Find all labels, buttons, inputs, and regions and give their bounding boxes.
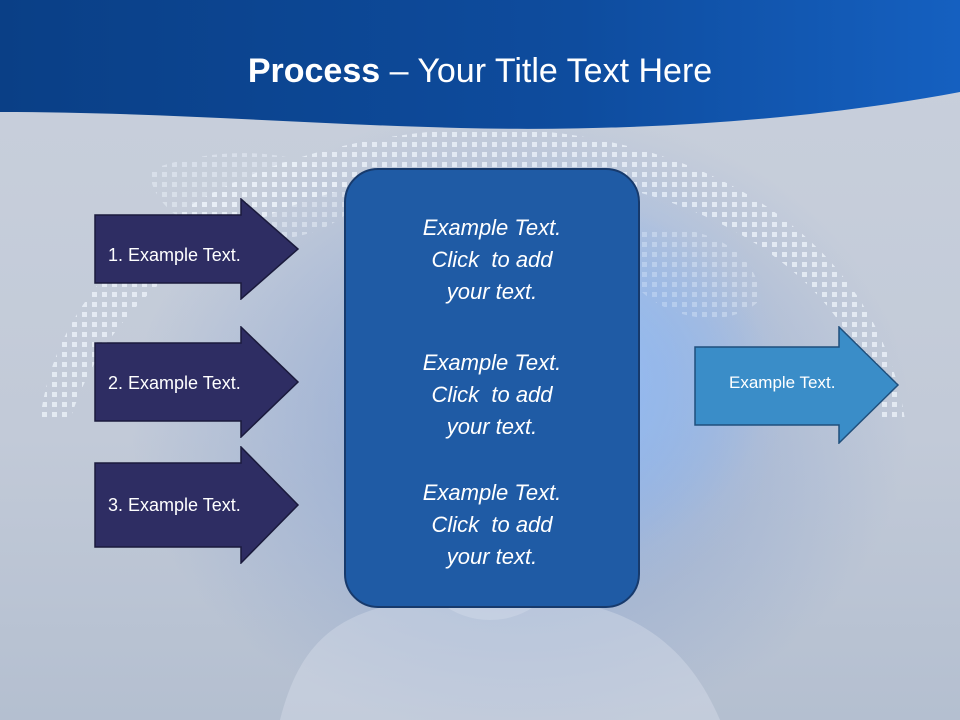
center-text-block-3: Example Text. Click to add your text. — [422, 480, 562, 569]
step-2-label: 2. Example Text. — [108, 372, 241, 393]
page-title: Process – Your Title Text Here — [0, 52, 960, 91]
center-text-block-1: Example Text. Click to add your text. — [422, 215, 562, 304]
title-dash: – — [380, 52, 418, 90]
title-rest: Your Title Text Here — [417, 52, 713, 90]
title-banner — [0, 0, 960, 129]
step-3-label: 3. Example Text. — [108, 494, 241, 515]
center-text-block-2: Example Text. Click to add your text. — [422, 350, 562, 439]
step-1-label: 1. Example Text. — [108, 244, 241, 265]
step-3-arrow — [94, 446, 300, 564]
step-1-arrow — [94, 198, 300, 300]
center-content-box — [344, 168, 640, 608]
step-2-arrow — [94, 326, 300, 438]
result-arrow — [694, 326, 900, 444]
result-label: Example Text. — [729, 373, 836, 392]
title-bold: Process — [247, 52, 381, 90]
